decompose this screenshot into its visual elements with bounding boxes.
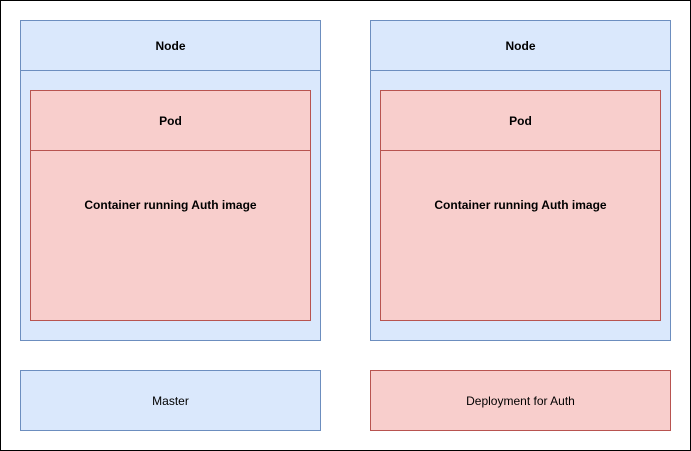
- deployment-box: Deployment for Auth: [370, 370, 671, 431]
- node-1-header: Node: [20, 20, 321, 71]
- node-2-header: Node: [370, 20, 671, 71]
- pod-1-header: Pod: [30, 90, 311, 151]
- container-1: Container running Auth image: [30, 150, 311, 321]
- pod-2-header: Pod: [380, 90, 661, 151]
- container-2: Container running Auth image: [380, 150, 661, 321]
- master-box: Master: [20, 370, 321, 431]
